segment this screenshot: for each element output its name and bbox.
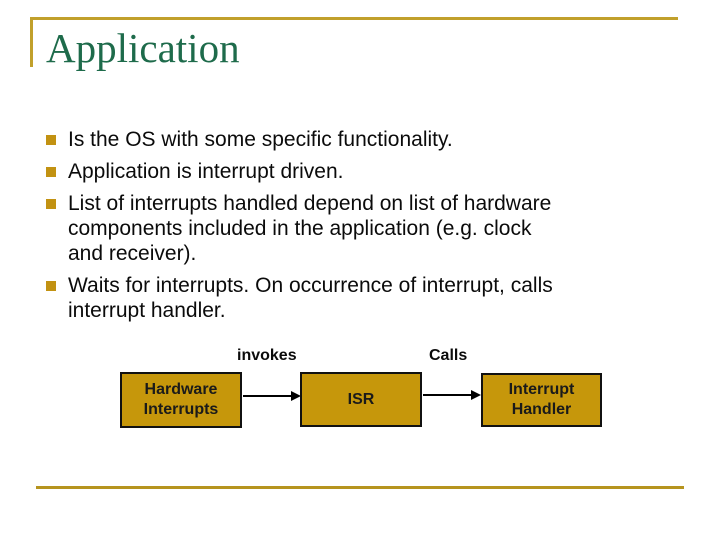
box-label-line: Interrupt — [508, 381, 575, 398]
bullet-line: interrupt handler. — [68, 299, 226, 322]
bottom-accent-line — [36, 486, 684, 489]
arrow-label-calls: Calls — [429, 347, 468, 364]
bullet-line: Application is interrupt driven. — [68, 160, 344, 183]
bullet-text: Waits for interrupts. On occurrence of i… — [68, 273, 553, 323]
bullet-line: and receiver). — [68, 242, 197, 265]
bullet-text: List of interrupts handled depend on lis… — [68, 191, 551, 266]
box-label-line: Handler — [511, 401, 572, 418]
arrow-label-invokes: invokes — [237, 347, 297, 364]
bullet-item: Application is interrupt driven. — [46, 159, 674, 184]
bullet-text: Is the OS with some specific functionali… — [68, 127, 453, 152]
box-label-line: Hardware — [144, 381, 218, 398]
bullet-line: components included in the application (… — [68, 217, 532, 240]
arrow-connector-invokes — [243, 395, 293, 397]
diagram-box-isr: ISR — [300, 372, 422, 427]
bullet-square-icon — [46, 135, 56, 145]
bullet-line: Is the OS with some specific functionali… — [68, 128, 453, 151]
arrow-connector-calls — [423, 394, 473, 396]
bullet-item: Is the OS with some specific functionali… — [46, 127, 674, 152]
arrow-right-icon — [471, 390, 481, 400]
box-label-line: ISR — [347, 390, 375, 408]
bullet-square-icon — [46, 281, 56, 291]
bullet-square-icon — [46, 167, 56, 177]
bullet-list: Is the OS with some specific functionali… — [46, 127, 674, 323]
title-left-accent-line — [30, 17, 33, 67]
bullet-line: Waits for interrupts. On occurrence of i… — [68, 274, 553, 297]
bullet-text: Application is interrupt driven. — [68, 159, 343, 184]
top-accent-line — [30, 17, 678, 20]
slide-title: Application — [46, 25, 240, 71]
arrow-right-icon — [291, 391, 301, 401]
diagram-box-hardware-interrupts: Hardware Interrupts — [120, 372, 242, 428]
bullet-item: Waits for interrupts. On occurrence of i… — [46, 273, 674, 323]
bullet-square-icon — [46, 199, 56, 209]
bullet-item: List of interrupts handled depend on lis… — [46, 191, 674, 266]
box-label-line: Interrupts — [143, 401, 219, 418]
diagram-box-interrupt-handler: Interrupt Handler — [481, 373, 602, 427]
bullet-line: List of interrupts handled depend on lis… — [68, 192, 552, 215]
